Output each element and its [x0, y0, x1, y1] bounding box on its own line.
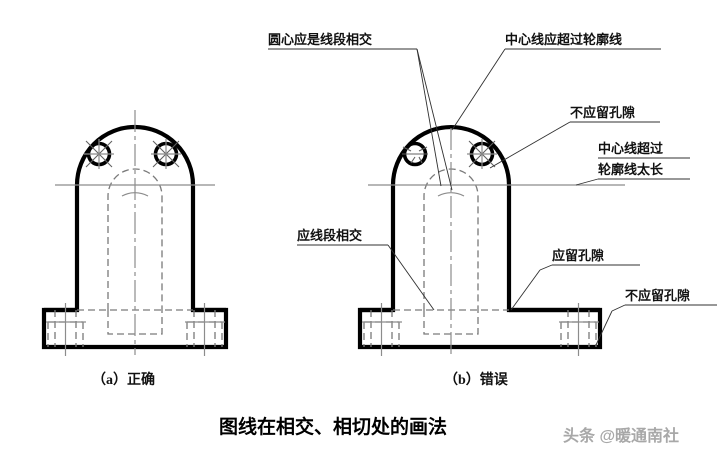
annotation-should-intersect-segments: 应线段相交: [297, 228, 363, 243]
caption-figure-a: （a）正确: [92, 373, 155, 388]
annotation-no-gap-allowed-top: 不应留孔隙: [570, 105, 636, 120]
figure-b-wrong: [357, 124, 625, 356]
annotation-gap-should-remain: 应留孔隙: [552, 248, 605, 263]
annotation-centerline-too-long-line2: 轮廓线太长: [598, 162, 664, 177]
figure-title: 图线在相交、相切处的画法: [219, 417, 448, 438]
figure-b-body-outline: [357, 124, 603, 350]
figure-b-base-hidden-lines: [363, 309, 597, 347]
figure-b-centerlines: [362, 128, 625, 356]
annotation-centerline-too-long-line1: 中心线超过: [598, 141, 664, 156]
figure-b-hole-left: [402, 141, 428, 167]
figure-a-centerlines: [46, 110, 225, 356]
caption-figure-b: （b）错误: [444, 373, 508, 388]
watermark: 头条 @暖通南社: [563, 428, 680, 445]
annotation-centerline-exceed-outline: 中心线应超过轮廓线: [505, 32, 623, 47]
figure-a-inner-bore-hidden: [107, 168, 163, 310]
annotation-leader-lines: [268, 48, 717, 346]
annotation-no-gap-allowed-bottom: 不应留孔隙: [625, 288, 691, 303]
annotation-circle-center-intersect: 圆心应是线段相交: [268, 32, 373, 47]
figure-a-correct: [41, 110, 229, 356]
figure-a-body-outline: [41, 124, 229, 350]
